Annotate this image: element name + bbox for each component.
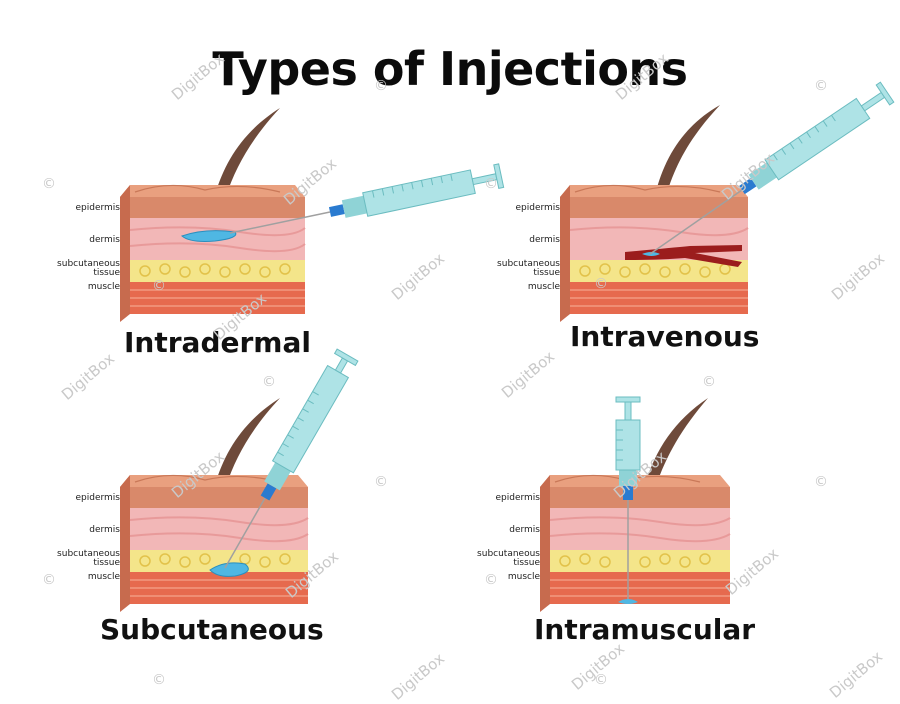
syringe <box>615 396 641 500</box>
label-epidermis: epidermis <box>75 493 121 503</box>
skin-side <box>120 475 130 612</box>
watermark-text: DigitBox <box>388 649 448 704</box>
page-title: Types of Injections <box>212 42 688 96</box>
label-subcutaneous-2: tissue <box>513 558 540 568</box>
injected-fluid <box>209 562 249 577</box>
intravenous-illustration <box>560 81 895 322</box>
label-subcutaneous-1: subcutaneous <box>57 549 120 559</box>
label-subcutaneous-2: tissue <box>93 268 120 278</box>
subcutaneous-illustration <box>120 348 359 612</box>
watermark-symbol: © <box>594 672 608 688</box>
watermark-symbol: © <box>262 374 276 390</box>
panel-intradermal: epidermis dermis subcutaneous tissue mus… <box>40 100 505 360</box>
epidermis-layer <box>130 197 305 218</box>
needle <box>649 189 743 255</box>
needle <box>229 211 331 234</box>
intradermal-illustration <box>120 108 505 322</box>
hair <box>645 398 708 486</box>
caption-subcutaneous: Subcutaneous <box>100 613 324 646</box>
label-subcutaneous-1: subcutaneous <box>497 259 560 269</box>
intramuscular-illustration <box>540 396 731 612</box>
epidermis-layer <box>550 487 730 508</box>
skin-top <box>560 185 748 197</box>
skin-side <box>120 185 130 322</box>
watermark-text: DigitBox <box>826 647 886 702</box>
watermark-symbol: © <box>152 672 166 688</box>
label-epidermis: epidermis <box>75 203 121 213</box>
label-subcutaneous-2: tissue <box>533 268 560 278</box>
hair <box>215 398 280 486</box>
caption-intradermal: Intradermal <box>124 326 311 359</box>
panel-intramuscular: epidermis dermis subcutaneous tissue mus… <box>460 390 890 650</box>
caption-intravenous: Intravenous <box>570 320 760 353</box>
injected-fluid <box>618 599 638 604</box>
label-dermis: dermis <box>529 235 560 245</box>
dermis-layer <box>550 508 730 550</box>
label-subcutaneous-2: tissue <box>93 558 120 568</box>
watermark-symbol: © <box>702 374 716 390</box>
label-muscle: muscle <box>87 282 120 292</box>
label-dermis: dermis <box>89 235 120 245</box>
label-muscle: muscle <box>87 572 120 582</box>
panel-subcutaneous: epidermis dermis subcutaneous tissue mus… <box>40 348 470 650</box>
panel-intravenous: epidermis dermis subcutaneous tissue mus… <box>480 81 900 360</box>
label-dermis: dermis <box>89 525 120 535</box>
hair <box>215 108 280 196</box>
syringe <box>260 348 359 501</box>
fat-layer <box>130 260 305 282</box>
syringe <box>739 81 895 195</box>
label-epidermis: epidermis <box>495 493 541 503</box>
label-muscle: muscle <box>527 282 560 292</box>
epidermis-layer <box>130 487 308 508</box>
dermis-layer <box>130 508 308 550</box>
caption-intramuscular: Intramuscular <box>534 613 756 646</box>
label-muscle: muscle <box>507 572 540 582</box>
epidermis-layer <box>570 197 748 218</box>
needle <box>224 497 266 569</box>
label-subcutaneous-1: subcutaneous <box>477 549 540 559</box>
hair <box>655 105 720 196</box>
injected-fluid <box>181 230 237 242</box>
syringe <box>328 163 505 218</box>
skin-side <box>540 475 550 612</box>
label-subcutaneous-1: subcutaneous <box>57 259 120 269</box>
label-dermis: dermis <box>509 525 540 535</box>
label-epidermis: epidermis <box>515 203 561 213</box>
skin-side <box>560 185 570 322</box>
